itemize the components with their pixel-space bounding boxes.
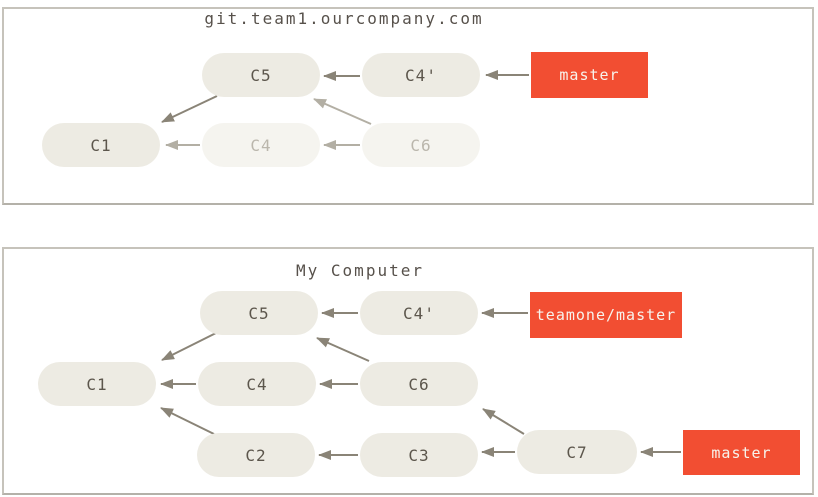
commit-node-local-c1: C1 <box>38 362 156 406</box>
branch-ref-teamone-master: teamone/master <box>530 292 682 338</box>
commit-node-remote-c1: C1 <box>42 123 160 167</box>
local-panel-title: My Computer <box>296 261 424 280</box>
commit-node-local-c6: C6 <box>360 362 478 406</box>
commit-node-local-c7: C7 <box>517 430 637 474</box>
commit-node-local-c5: C5 <box>200 291 318 335</box>
commit-node-local-c4-prime: C4' <box>360 291 478 335</box>
branch-ref-local-master: master <box>683 430 800 475</box>
remote-repo-panel <box>2 7 814 205</box>
commit-node-remote-c5: C5 <box>202 53 320 97</box>
commit-node-local-c2: C2 <box>197 433 315 477</box>
branch-ref-remote-master: master <box>531 52 648 98</box>
remote-panel-title: git.team1.ourcompany.com <box>204 9 484 28</box>
commit-node-local-c3: C3 <box>360 433 478 477</box>
commit-node-remote-c6-abandoned: C6 <box>362 123 480 167</box>
commit-node-local-c4: C4 <box>198 362 316 406</box>
commit-node-remote-c4-abandoned: C4 <box>202 123 320 167</box>
commit-node-remote-c4-prime: C4' <box>362 53 480 97</box>
